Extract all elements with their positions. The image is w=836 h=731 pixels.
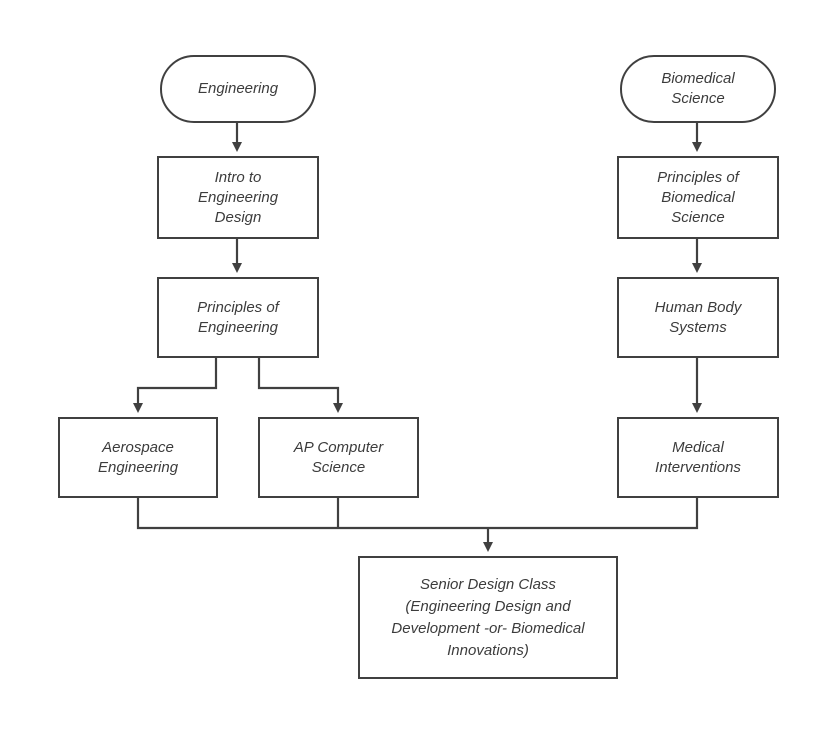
node-engineering-label: Engineering — [197, 80, 279, 97]
node-senior-design-class[interactable]: Senior Design Class (Engineering Design … — [358, 556, 618, 679]
node-biomedical-science[interactable]: Biomedical Science — [620, 55, 776, 123]
node-ap-computer-science-label: AP Computer Science — [293, 438, 384, 476]
node-human-body-systems[interactable]: Human Body Systems — [617, 277, 779, 358]
node-human-body-systems-label: Human Body Systems — [654, 298, 742, 336]
node-principles-of-engineering[interactable]: Principles of Engineering — [157, 277, 319, 358]
edge-principles-engineering-to-ap-cs — [257, 358, 343, 413]
node-intro-to-engineering-design-label: Intro to Engineering Design — [197, 168, 279, 226]
node-intro-to-engineering-design[interactable]: Intro to Engineering Design — [157, 156, 319, 239]
node-senior-design-class-label: Senior Design Class (Engineering Design … — [391, 575, 585, 659]
edge-principles-engineering-to-aerospace — [133, 358, 218, 413]
node-principles-of-engineering-label: Principles of Engineering — [197, 298, 279, 336]
node-aerospace-engineering-label: Aerospace Engineering — [97, 438, 179, 476]
node-engineering[interactable]: Engineering — [160, 55, 316, 123]
node-biomedical-science-label: Biomedical Science — [661, 70, 735, 107]
node-medical-interventions-label: Medical Interventions — [655, 438, 741, 476]
node-principles-of-biomedical-science-label: Principles of Biomedical Science — [657, 168, 739, 226]
node-aerospace-engineering[interactable]: Aerospace Engineering — [58, 417, 218, 498]
edge-medical-interventions-to-senior-design — [488, 498, 699, 530]
node-medical-interventions[interactable]: Medical Interventions — [617, 417, 779, 498]
edge-aerospace-to-senior-design — [136, 498, 488, 530]
node-principles-of-biomedical-science[interactable]: Principles of Biomedical Science — [617, 156, 779, 239]
node-ap-computer-science[interactable]: AP Computer Science — [258, 417, 419, 498]
